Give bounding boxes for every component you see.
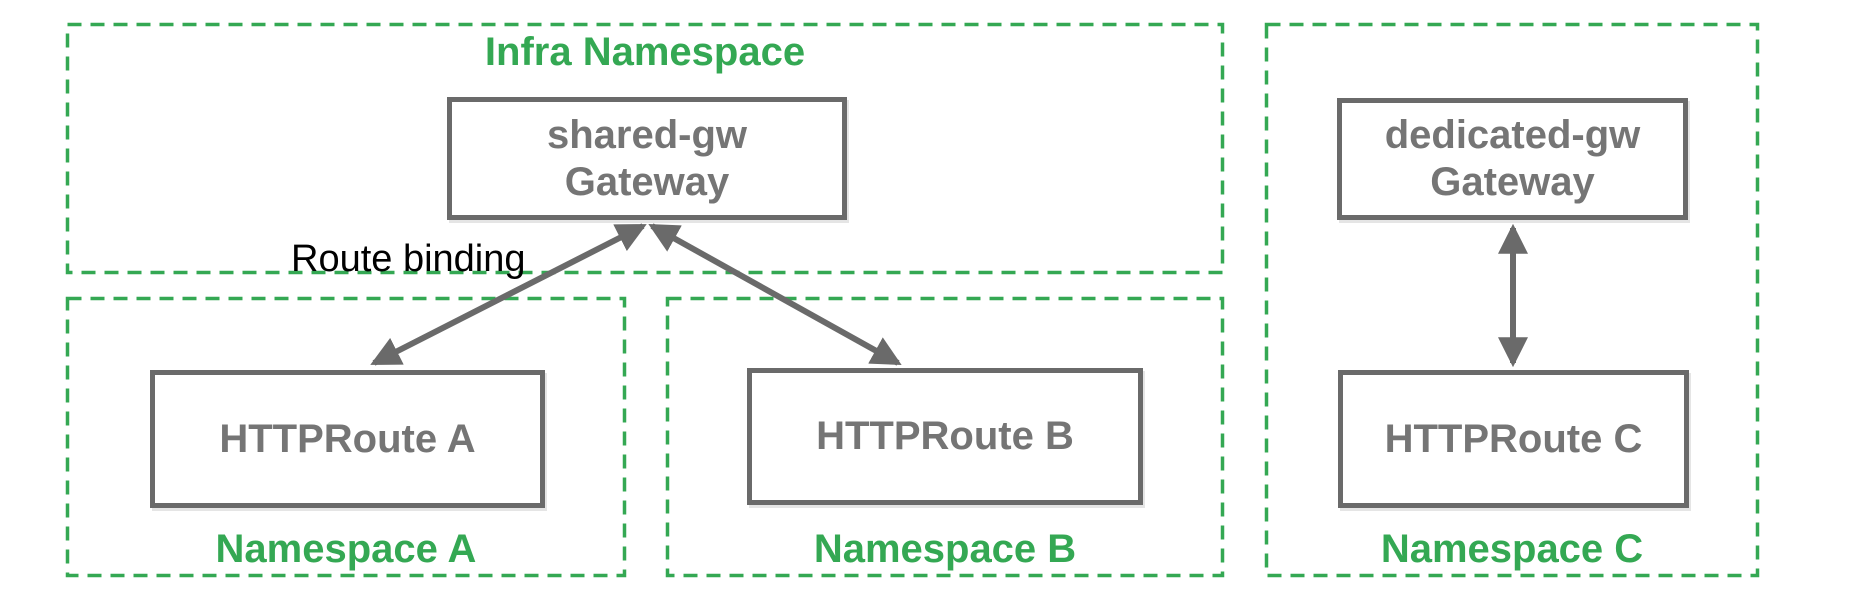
gateway-type: Gateway: [564, 159, 730, 204]
route-binding-label: Route binding: [291, 238, 526, 280]
infra-namespace-label: Infra Namespace: [484, 30, 806, 74]
gateway-type: Gateway: [1430, 160, 1595, 204]
dedicated-gw-gateway-label: dedicated-gw Gateway: [1385, 112, 1641, 206]
route-binding-arrow-b: [648, 223, 902, 366]
dedicated-gw-gateway-box: dedicated-gw Gateway: [1337, 98, 1688, 220]
shared-gw-gateway-label: shared-gw Gateway: [547, 112, 747, 206]
shared-gw-gateway-box: shared-gw Gateway: [447, 97, 847, 220]
namespace-a-border: [65, 296, 627, 578]
httproute-a-box: HTTPRoute A: [150, 370, 545, 508]
httproute-c-box: HTTPRoute C: [1338, 370, 1689, 508]
route-binding-arrow-a: [370, 223, 647, 366]
httproute-b-label: HTTPRoute B: [816, 414, 1074, 459]
namespace-b-border: [665, 296, 1225, 578]
namespace-c-label: Namespace C: [1380, 527, 1644, 571]
httproute-a-label: HTTPRoute A: [219, 416, 476, 461]
gateway-name: dedicated-gw: [1384, 113, 1641, 158]
httproute-c-label: HTTPRoute C: [1384, 416, 1643, 461]
gateway-name: shared-gw: [546, 112, 748, 157]
namespace-a-label: Namespace A: [215, 527, 477, 571]
namespace-c-border: [1264, 22, 1760, 578]
httproute-b-box: HTTPRoute B: [747, 368, 1143, 505]
namespace-b-label: Namespace B: [813, 527, 1077, 571]
